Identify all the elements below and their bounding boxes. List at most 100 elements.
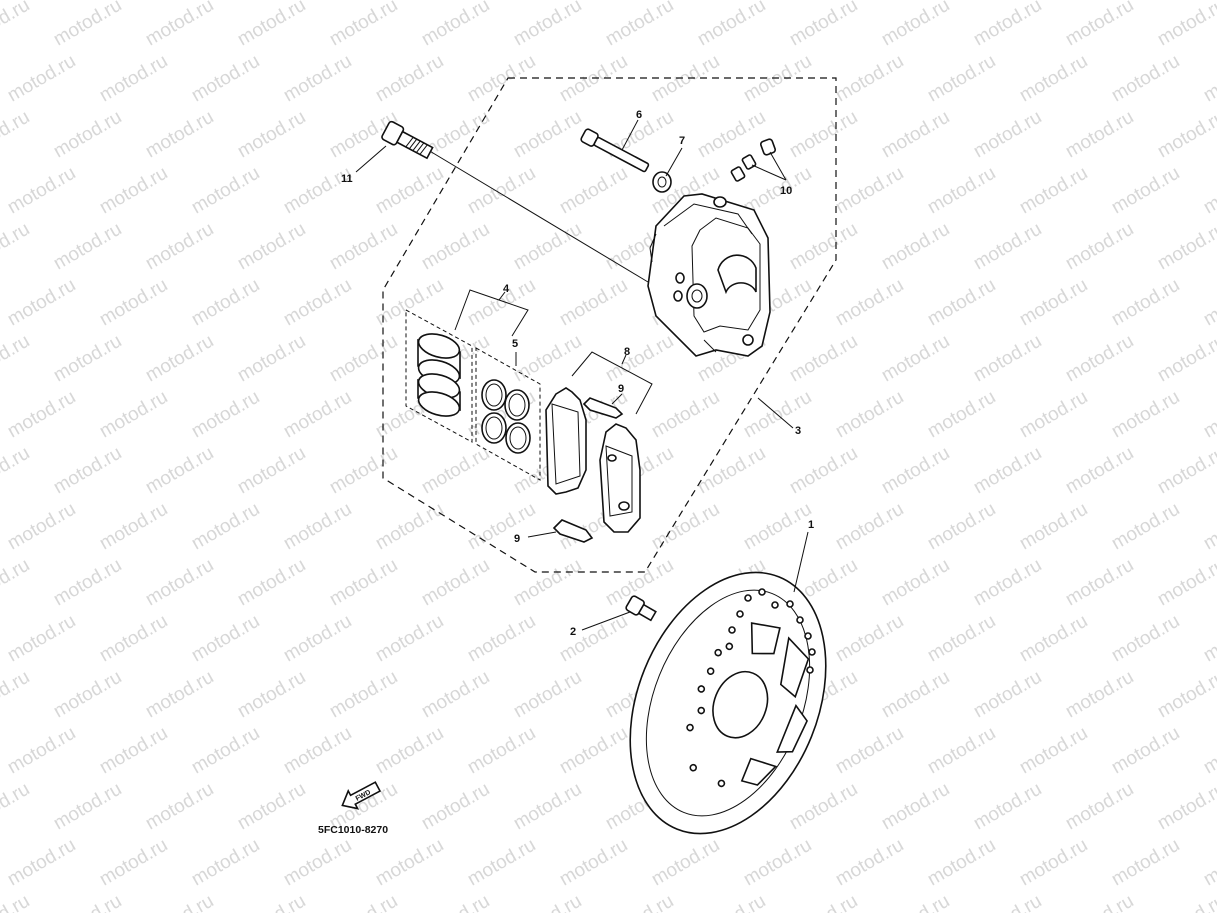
watermark-text: motod.ru <box>924 51 999 107</box>
watermark-text: motod.ru <box>326 667 401 723</box>
watermark-text: motod.ru <box>234 779 309 835</box>
bolt-leader-line <box>427 149 649 283</box>
watermark-text: motod.ru <box>280 499 355 555</box>
watermark-text: motod.ru <box>510 219 585 275</box>
watermark-text: motod.ru <box>1108 387 1183 443</box>
watermark-text: motod.ru <box>326 443 401 499</box>
watermark-text: motod.ru <box>648 835 723 891</box>
callout-11: 11 <box>341 173 353 185</box>
watermark-text: motod.ru <box>1062 331 1137 387</box>
watermark-text: motod.ru <box>1108 835 1183 891</box>
watermark-text: motod.ru <box>1108 163 1183 219</box>
watermark-text: motod.ru <box>0 219 33 275</box>
callout-3: 3 <box>795 425 801 437</box>
watermark-text: motod.ru <box>4 611 79 667</box>
watermark-text: motod.ru <box>1108 723 1183 779</box>
watermark-text: motod.ru <box>786 219 861 275</box>
watermark-text: motod.ru <box>372 499 447 555</box>
watermark-text: motod.ru <box>188 611 263 667</box>
watermark-text: motod.ru <box>878 555 953 611</box>
watermark-text: motod.ru <box>1016 835 1091 891</box>
watermark-text: motod.ru <box>1016 275 1091 331</box>
watermark-text: motod.ru <box>0 331 33 387</box>
watermark-text: motod.ru <box>1200 611 1217 667</box>
watermark-text: motod.ru <box>50 443 125 499</box>
watermark-text: motod.ru <box>96 611 171 667</box>
watermark-text: motod.ru <box>4 499 79 555</box>
bolt-part-11 <box>381 120 434 160</box>
watermark-text: motod.ru <box>372 723 447 779</box>
watermark-text: motod.ru <box>234 331 309 387</box>
watermark-text: motod.ru <box>786 891 861 913</box>
watermark-text: motod.ru <box>694 107 769 163</box>
watermark-text: motod.ru <box>418 891 493 913</box>
watermark-text: motod.ru <box>970 0 1045 50</box>
watermark-text: motod.ru <box>4 275 79 331</box>
watermark-text: motod.ru <box>50 0 125 50</box>
disc-holes <box>728 588 816 674</box>
watermark-text: motod.ru <box>832 835 907 891</box>
watermark-text: motod.ru <box>1154 555 1217 611</box>
watermark-text: motod.ru <box>510 0 585 50</box>
watermark-text: motod.ru <box>648 387 723 443</box>
watermark-text: motod.ru <box>0 443 33 499</box>
watermark-text: motod.ru <box>464 51 539 107</box>
watermark-text: motod.ru <box>924 835 999 891</box>
watermark-text: motod.ru <box>1154 0 1217 50</box>
watermark-text: motod.ru <box>418 219 493 275</box>
watermark-text: motod.ru <box>96 835 171 891</box>
watermark-text: motod.ru <box>96 499 171 555</box>
callout-5: 5 <box>512 338 518 350</box>
watermark-text: motod.ru <box>50 331 125 387</box>
watermark-text: motod.ru <box>1154 779 1217 835</box>
callout-9-lower: 9 <box>514 533 520 545</box>
watermark-text: motod.ru <box>1154 667 1217 723</box>
watermark-text: motod.ru <box>4 163 79 219</box>
watermark-text: motod.ru <box>50 779 125 835</box>
watermark-text: motod.ru <box>280 51 355 107</box>
diagram-code: 5FC1010-8270 <box>318 824 388 836</box>
watermark-text: motod.ru <box>326 891 401 913</box>
watermark-text: motod.ru <box>280 611 355 667</box>
watermark-text: motod.ru <box>1062 107 1137 163</box>
watermark-text: motod.ru <box>0 891 33 913</box>
watermark-text: motod.ru <box>1062 779 1137 835</box>
seal-group-box <box>475 347 541 481</box>
watermark-text: motod.ru <box>970 667 1045 723</box>
caliper-body-part-3 <box>647 193 771 357</box>
callout-10: 10 <box>780 185 792 197</box>
watermark-text: motod.ru <box>1154 891 1217 913</box>
boot-part-7 <box>652 171 672 193</box>
watermark-text: motod.ru <box>96 163 171 219</box>
watermark-text: motod.ru <box>602 0 677 50</box>
watermark-text: motod.ru <box>1016 51 1091 107</box>
watermark-text: motod.ru <box>418 0 493 50</box>
watermark-text: motod.ru <box>924 611 999 667</box>
watermark-text: motod.ru <box>326 555 401 611</box>
watermark-text: motod.ru <box>234 219 309 275</box>
watermark-text: motod.ru <box>280 275 355 331</box>
watermark-text: motod.ru <box>234 555 309 611</box>
watermark-text: motod.ru <box>142 443 217 499</box>
pad-spring-part-9 <box>552 397 624 543</box>
watermark-text: motod.ru <box>418 667 493 723</box>
watermark-text: motod.ru <box>188 51 263 107</box>
watermark-text: motod.ru <box>4 51 79 107</box>
watermark-text: motod.ru <box>0 0 33 50</box>
watermark-text: motod.ru <box>1108 275 1183 331</box>
watermark-text: motod.ru <box>1016 611 1091 667</box>
watermark-text: motod.ru <box>96 723 171 779</box>
watermark-text: motod.ru <box>832 611 907 667</box>
watermark-text: motod.ru <box>510 667 585 723</box>
watermark-text: motod.ru <box>694 891 769 913</box>
watermark-text: motod.ru <box>924 163 999 219</box>
pin-part-6 <box>580 128 650 173</box>
watermark-text: motod.ru <box>464 611 539 667</box>
watermark-text: motod.ru <box>280 387 355 443</box>
watermark-text: motod.ru <box>970 891 1045 913</box>
watermark-text: motod.ru <box>142 667 217 723</box>
watermark-text: motod.ru <box>740 835 815 891</box>
watermark-text: motod.ru <box>326 331 401 387</box>
watermark-text: motod.ru <box>970 779 1045 835</box>
